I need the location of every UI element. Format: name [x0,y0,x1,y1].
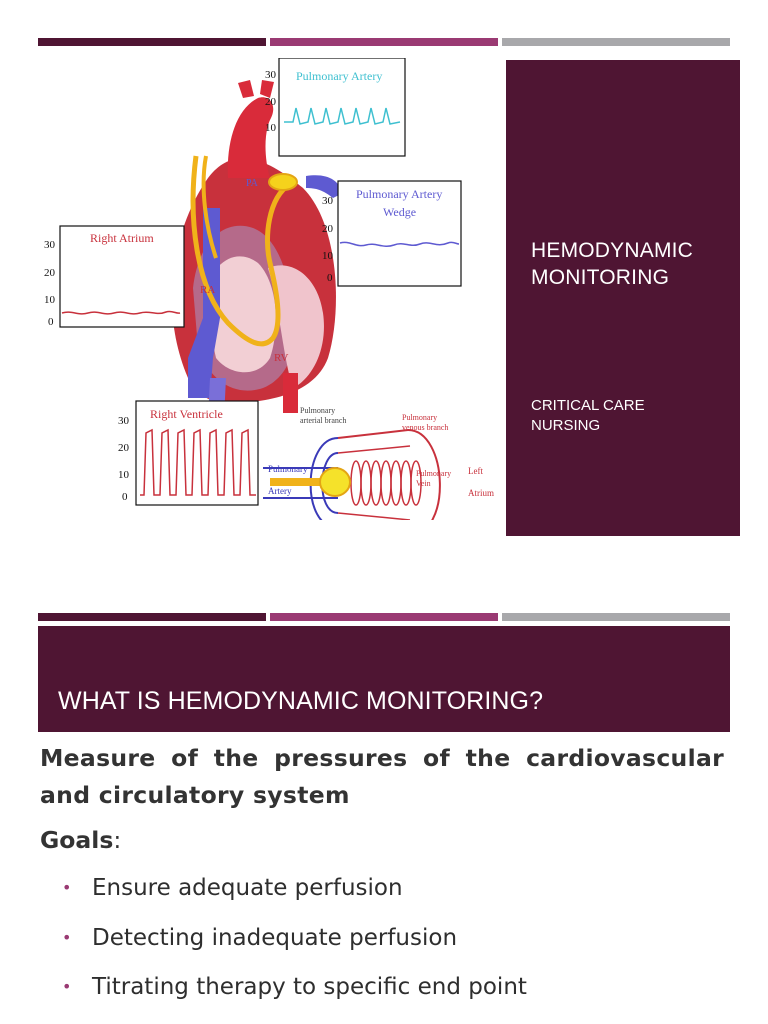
pcw-tick-10: 10 [322,250,334,262]
accent-bar-plum [270,38,498,46]
pcw-waveform [339,241,460,248]
rv-waveform [140,428,256,496]
pa-pressure-box: Pulmonary Artery 30 20 10 [265,58,406,157]
list-item: • Titrating therapy to specific end poin… [62,972,527,1022]
label-left-atrium-1: Left [468,466,483,476]
rv-tick-30: 30 [118,415,130,427]
rv-tick-10: 10 [118,469,130,481]
pa-tick-20: 20 [265,96,277,108]
slide1-subtitle: CRITICAL CARE NURSING [531,396,645,436]
rv-tick-0: 0 [122,491,128,503]
label-pa: PA [246,178,259,189]
hemodynamic-diagram: PA RA RV Pulmonary Artery 30 20 10 Pulmo… [44,58,494,520]
list-item: • Ensure adequate perfusion [62,873,527,923]
list-item-text: Titrating therapy to specific end point [92,974,527,1000]
slide2-accent-bars [38,613,730,621]
ra-tick-30: 30 [44,239,56,251]
ra-tick-20: 20 [44,267,56,279]
slide1-title-line2: MONITORING [531,266,670,289]
label-venous-branch-2: venous branch [402,423,448,432]
pa-box-title: Pulmonary Artery [296,69,382,83]
pcw-tick-0: 0 [327,272,333,284]
slide1-title-line1: HEMODYNAMIC [531,239,694,262]
slide2-lead-text: Measure of the pressures of the cardiova… [40,744,724,809]
goals-heading: Goals: [40,826,121,854]
bullet-icon: • [62,977,72,996]
pa-tick-10: 10 [265,122,277,134]
label-pulmonary-artery-1: Pulmonary [268,464,308,474]
ra-tick-10: 10 [44,294,56,306]
goals-label: Goals [40,826,114,854]
accent-bar-gray [502,38,730,46]
accent-bar-gray [502,613,730,621]
ra-box-title: Right Atrium [90,231,154,245]
pa-tick-30: 30 [265,69,277,81]
slide1-subtitle-line1: CRITICAL CARE [531,397,645,414]
pulmonary-vessel-schematic: Pulmonary arterial branch Pulmonary veno… [263,406,494,520]
pcw-box-title-line1: Pulmonary Artery [356,187,442,201]
rv-tick-20: 20 [118,442,130,454]
accent-bar-maroon [38,613,266,621]
label-rv: RV [274,352,288,364]
goals-list: • Ensure adequate perfusion • Detecting … [62,873,527,1022]
accent-bar-maroon [38,38,266,46]
slide1-accent-bars [38,38,730,46]
label-pulmonary-vein-1: Pulmonary [416,469,451,478]
label-arterial-branch-2: arterial branch [300,416,346,425]
pcw-pressure-box: Pulmonary Artery Wedge 30 20 10 0 [322,180,462,287]
rv-pressure-box: Right Ventricle 30 20 10 0 [118,400,259,506]
slide2-title-band: WHAT IS HEMODYNAMIC MONITORING? [38,626,730,732]
slide1-title-panel: HEMODYNAMIC MONITORING CRITICAL CARE NUR… [506,60,740,536]
catheter-balloon [268,173,298,191]
slide1-subtitle-line2: NURSING [531,417,601,434]
slide2-title: WHAT IS HEMODYNAMIC MONITORING? [58,687,544,715]
list-item: • Detecting inadequate perfusion [62,923,527,973]
pcw-tick-20: 20 [322,223,334,235]
pa-waveform [284,107,401,125]
label-venous-branch-1: Pulmonary [402,413,437,422]
pcw-tick-30: 30 [322,195,334,207]
accent-bar-plum [270,613,498,621]
slide1-title: HEMODYNAMIC MONITORING [531,237,693,291]
catheter-line [190,155,292,347]
goals-colon: : [113,826,122,854]
ra-pressure-box: Right Atrium 30 20 10 0 [44,225,185,328]
rv-box-title: Right Ventricle [150,407,223,421]
bullet-icon: • [62,927,72,947]
ra-waveform [61,310,181,315]
label-ra: RA [200,284,215,296]
label-arterial-branch-1: Pulmonary [300,406,335,415]
label-pulmonary-artery-2: Artery [268,486,292,496]
ra-tick-0: 0 [48,316,54,328]
label-pulmonary-vein-2: Vein [416,479,431,488]
pcw-box-title-line2: Wedge [383,205,416,219]
list-item-text: Ensure adequate perfusion [92,875,403,901]
label-left-atrium-2: Atrium [468,488,494,498]
bullet-icon: • [62,878,72,897]
heart-illustration [171,80,343,418]
list-item-text: Detecting inadequate perfusion [92,924,458,951]
